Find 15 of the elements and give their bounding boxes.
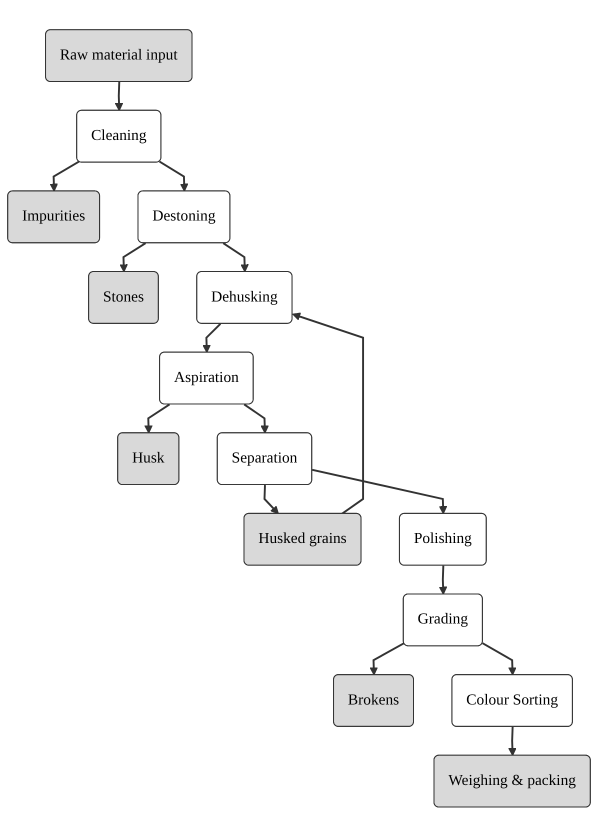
- arrow: [144, 403, 170, 434]
- arrow: [222, 242, 249, 272]
- arrow: [264, 484, 279, 514]
- arrow: [119, 242, 146, 272]
- arrow: [202, 322, 222, 353]
- arrow: [244, 403, 269, 434]
- arrow: [114, 82, 124, 111]
- arrow: [159, 160, 188, 192]
- arrow: [438, 565, 448, 594]
- arrow: [482, 642, 517, 676]
- arrow: [292, 312, 364, 514]
- arrow: [508, 726, 517, 756]
- arrow: [312, 468, 448, 514]
- arrow: [370, 642, 405, 676]
- arrow: [50, 160, 80, 192]
